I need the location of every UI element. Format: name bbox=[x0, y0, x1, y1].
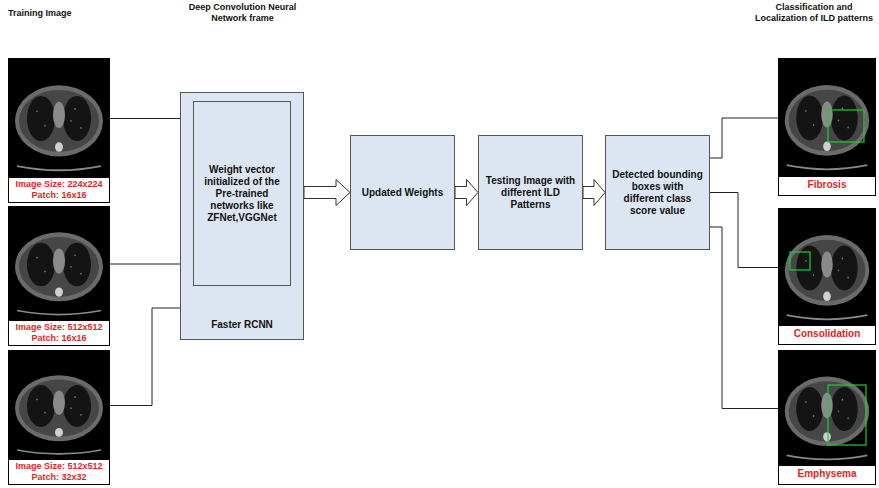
block-arrow bbox=[455, 180, 478, 206]
image-caption: Image Size: 512x512 Patch: 32x32 bbox=[9, 460, 109, 484]
ct-image bbox=[779, 59, 875, 177]
connector-line bbox=[110, 264, 180, 265]
box-label: Weight vector initialized of the Pre-tra… bbox=[200, 164, 284, 224]
connector-line bbox=[110, 308, 180, 406]
block-arrow bbox=[583, 180, 605, 206]
image-caption: Image Size: 512x512 Patch: 16x16 bbox=[9, 321, 109, 345]
connector-line bbox=[710, 118, 778, 158]
connector-line bbox=[110, 118, 180, 119]
network-frame: Faster RCNN Weight vector initialized of … bbox=[180, 92, 304, 340]
image-caption: Consolidation bbox=[779, 326, 875, 344]
bounding-box bbox=[828, 110, 864, 142]
image-caption: Image Size: 224x224 Patch: 16x16 bbox=[9, 178, 109, 202]
connector-line bbox=[710, 193, 778, 268]
result-image: Fibrosis bbox=[778, 58, 876, 196]
bounding-box bbox=[828, 385, 866, 445]
ct-image bbox=[779, 351, 875, 467]
frame-title: Faster RCNN bbox=[181, 319, 303, 331]
image-caption: Emphysema bbox=[779, 466, 875, 484]
image-caption: Fibrosis bbox=[779, 177, 875, 195]
result-image: Consolidation bbox=[778, 208, 876, 345]
connector-line bbox=[710, 227, 778, 409]
ct-image bbox=[9, 207, 109, 322]
box-label: Updated Weights bbox=[362, 187, 443, 199]
heading-label: Training Image bbox=[8, 8, 108, 19]
ct-image bbox=[779, 209, 875, 327]
heading-label: Deep Convolution Neural Network frame bbox=[180, 2, 305, 24]
bounding-box bbox=[790, 252, 810, 270]
process-box: Updated Weights bbox=[350, 135, 455, 250]
heading-label: Classification and Localization of ILD p… bbox=[752, 2, 876, 24]
ct-image bbox=[9, 351, 109, 461]
process-box: Testing Image with different ILD Pattern… bbox=[478, 135, 583, 250]
training-image: Image Size: 512x512 Patch: 32x32 bbox=[8, 350, 110, 485]
block-arrow bbox=[304, 180, 350, 206]
result-image: Emphysema bbox=[778, 350, 876, 485]
process-box: Weight vector initialized of the Pre-tra… bbox=[193, 101, 291, 286]
training-image: Image Size: 512x512 Patch: 16x16 bbox=[8, 206, 110, 346]
box-label: Testing Image with different ILD Pattern… bbox=[485, 175, 576, 211]
ct-image bbox=[9, 59, 109, 178]
box-label: Detected bounding boxes with different c… bbox=[612, 169, 703, 217]
training-image: Image Size: 224x224 Patch: 16x16 bbox=[8, 58, 110, 203]
process-box: Detected bounding boxes with different c… bbox=[605, 135, 710, 250]
